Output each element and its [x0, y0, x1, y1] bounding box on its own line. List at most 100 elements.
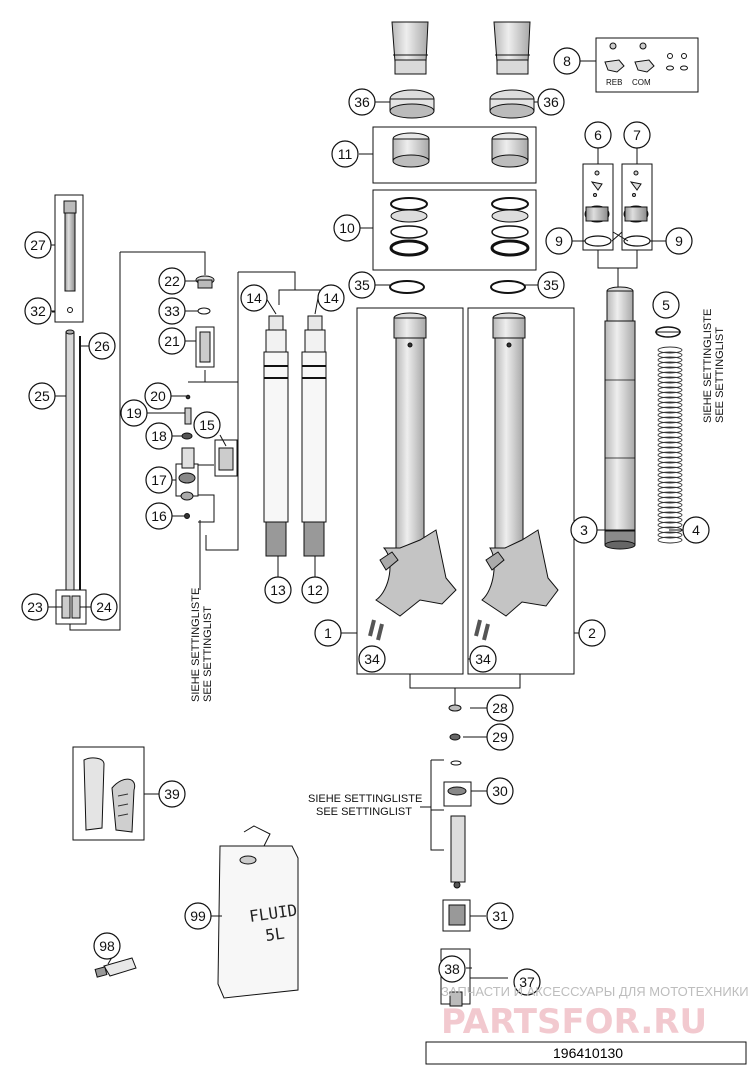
callout-c26: 26	[88, 332, 116, 360]
callout-circle	[553, 47, 581, 75]
callout-c22: 22	[158, 267, 186, 295]
part-11-bushing-left	[392, 132, 430, 168]
callout-c20: 20	[144, 382, 172, 410]
part-10-seals-right	[490, 197, 530, 257]
callout-circle	[145, 422, 173, 450]
callout-circle	[469, 645, 497, 673]
part-25-long-rod	[65, 329, 75, 591]
callout-circle	[537, 271, 565, 299]
part-10-box	[372, 189, 537, 271]
callout-circle	[264, 576, 292, 604]
callout-circle	[665, 227, 693, 255]
callout-circle	[584, 121, 612, 149]
callout-c31: 31	[486, 902, 514, 930]
callout-circle	[652, 291, 680, 319]
callout-circle	[570, 516, 598, 544]
callout-number: 3	[580, 522, 588, 538]
top-cap-right	[493, 21, 531, 75]
callout-circle	[438, 955, 466, 983]
part-23-24-clamp	[61, 595, 81, 619]
callout-number: 37	[519, 974, 535, 990]
callout-c12: 12	[301, 576, 329, 604]
callout-circle	[682, 516, 710, 544]
callout-number: 25	[34, 388, 50, 404]
callout-circle	[314, 619, 342, 647]
callout-c24: 24	[90, 593, 118, 621]
callout-number: 19	[126, 405, 142, 421]
callout-circle	[145, 466, 173, 494]
callout-circle	[158, 327, 186, 355]
callout-number: 32	[30, 303, 46, 319]
callout-circle	[240, 284, 268, 312]
callout-c27: 27	[24, 231, 52, 259]
group-connectors	[52, 231, 638, 979]
part-4-spring	[657, 346, 683, 544]
callout-circle	[331, 140, 359, 168]
callout-number: 5	[662, 297, 670, 313]
inset-com-label: COM	[632, 78, 651, 87]
callout-c5: 5	[652, 291, 680, 319]
part-36-ring-left	[389, 89, 435, 119]
callout-c16: 16	[145, 502, 173, 530]
callout-c11: 11	[331, 140, 359, 168]
part-9-orings	[584, 235, 651, 247]
part-39-fork-guard	[83, 757, 136, 833]
inset-8-box	[595, 37, 699, 93]
callout-c3: 3	[570, 516, 598, 544]
setting-note-de-horizontal: SIEHE SETTINGLISTE	[308, 793, 422, 805]
callout-circle	[537, 88, 565, 116]
callout-number: 20	[150, 388, 166, 404]
part-36-ring-right	[489, 89, 535, 119]
callout-number: 14	[246, 290, 262, 306]
callout-number: 10	[339, 220, 355, 236]
callout-c38: 38	[438, 955, 466, 983]
watermark-caption: ЗАПЧАСТИ И АКСЕССУАРЫ ДЛЯ МОТОТЕХНИКИ	[441, 984, 749, 999]
callout-c8: 8	[553, 47, 581, 75]
callout-number: 98	[99, 938, 115, 954]
callout-number: 36	[543, 94, 559, 110]
callout-c10: 10	[333, 214, 361, 242]
part-11-bushing-right	[491, 132, 529, 168]
callout-c7: 7	[623, 121, 651, 149]
callout-c17: 17	[145, 466, 173, 494]
setting-note-en-horizontal: SEE SETTINGLIST	[316, 806, 412, 818]
callout-c1: 1	[314, 619, 342, 647]
callout-circle	[28, 382, 56, 410]
callout-c25: 25	[28, 382, 56, 410]
part-3-damper-tube	[604, 286, 636, 550]
callout-circle	[333, 214, 361, 242]
part-99-fluid-can	[217, 825, 299, 999]
callout-circle	[358, 645, 386, 673]
part-21-box	[195, 326, 215, 368]
setting-note-en-vertical: SEE SETTINGLIST	[202, 606, 214, 702]
callout-c36a: 36	[348, 88, 376, 116]
callout-number: 33	[164, 303, 180, 319]
callout-number: 34	[364, 651, 380, 667]
callout-c35a: 35	[348, 271, 376, 299]
callout-circle	[145, 502, 173, 530]
document-number: 196410130	[553, 1045, 623, 1061]
callout-number: 2	[588, 625, 596, 641]
callout-circle	[623, 121, 651, 149]
callout-number: 38	[444, 961, 460, 977]
callout-number: 29	[492, 729, 508, 745]
part-7-cartridge	[623, 170, 649, 223]
fluid-label-line2: 5L	[264, 924, 286, 945]
callout-c21: 21	[158, 327, 186, 355]
part-35-rings	[389, 280, 526, 294]
callout-circle	[120, 399, 148, 427]
callout-number: 15	[199, 417, 215, 433]
setting-note-vertical-right: SIEHE SETTINGLISTE SEE SETTINGLIST	[702, 309, 726, 423]
callout-number: 30	[492, 783, 508, 799]
callout-c14b: 14	[317, 284, 345, 312]
part-1-fork-leg	[368, 312, 457, 641]
footer-box	[425, 1041, 747, 1065]
callout-number: 7	[633, 127, 641, 143]
part-27-box	[54, 194, 84, 323]
callout-c32: 32	[24, 297, 52, 325]
callout-number: 6	[594, 127, 602, 143]
part-10-seals-left	[389, 197, 429, 257]
callout-c6: 6	[584, 121, 612, 149]
part-15-box	[214, 439, 238, 477]
